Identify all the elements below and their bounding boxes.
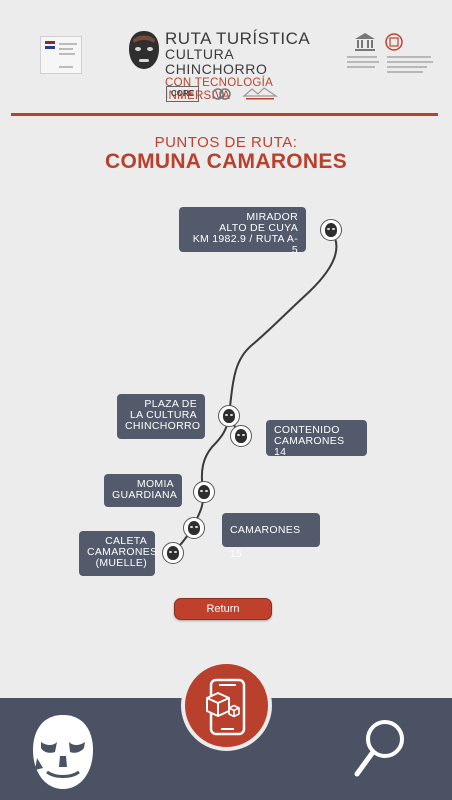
core-logo: CORE xyxy=(166,86,199,102)
mummy-face-icon xyxy=(235,429,247,443)
route-node-contenido[interactable] xyxy=(230,425,252,447)
regional-government-logo-icon xyxy=(212,88,231,100)
header-divider xyxy=(11,113,438,116)
unesco-logo xyxy=(345,30,435,74)
mummy-face-icon xyxy=(198,485,210,499)
mummy-face-icon xyxy=(223,409,235,423)
route-label-contenido[interactable]: CONTENIDO CAMARONES 14 xyxy=(266,420,367,458)
mummy-face-icon[interactable] xyxy=(29,712,97,792)
mummy-face-icon xyxy=(325,223,337,237)
route-label-plaza[interactable]: PLAZA DE LA CULTURA CHINCHORRO xyxy=(117,394,205,439)
route-node-camarones15[interactable] xyxy=(183,517,205,539)
title-line-1: RUTA TURÍSTICA xyxy=(165,29,311,48)
government-logo xyxy=(40,36,82,74)
return-button[interactable]: Return xyxy=(174,598,272,620)
ar-camera-button[interactable] xyxy=(181,660,272,751)
chinchorro-mask-logo-icon xyxy=(129,31,159,69)
unesco-temple-icon xyxy=(355,33,375,51)
magnifier-icon[interactable] xyxy=(352,715,408,790)
route-label-camarones15[interactable]: CAMARONES 15 xyxy=(222,513,320,560)
title-line-2: CULTURA CHINCHORRO xyxy=(165,46,268,77)
route-node-caleta[interactable] xyxy=(162,542,184,564)
page-subtitle: PUNTOS DE RUTA: xyxy=(154,134,298,151)
route-label-caleta[interactable]: CALETA CAMARONES (MUELLE) xyxy=(79,531,157,576)
route-node-mirador[interactable] xyxy=(320,219,342,241)
route-node-plaza[interactable] xyxy=(218,405,240,427)
phone-ar-cube-icon xyxy=(206,678,246,736)
route-label-mirador[interactable]: MIRADOR ALTO DE CUYA KM 1982.9 / RUTA A-… xyxy=(179,207,306,256)
route-node-momia[interactable] xyxy=(193,481,215,503)
mummy-face-icon xyxy=(167,546,179,560)
arica-parinacota-logo-icon xyxy=(242,87,278,100)
page-title: COMUNA CAMARONES xyxy=(104,150,347,173)
heritage-emblem-icon xyxy=(385,33,403,51)
route-label-momia[interactable]: MOMIA GUARDIANA xyxy=(104,474,182,507)
mummy-face-icon xyxy=(188,521,200,535)
